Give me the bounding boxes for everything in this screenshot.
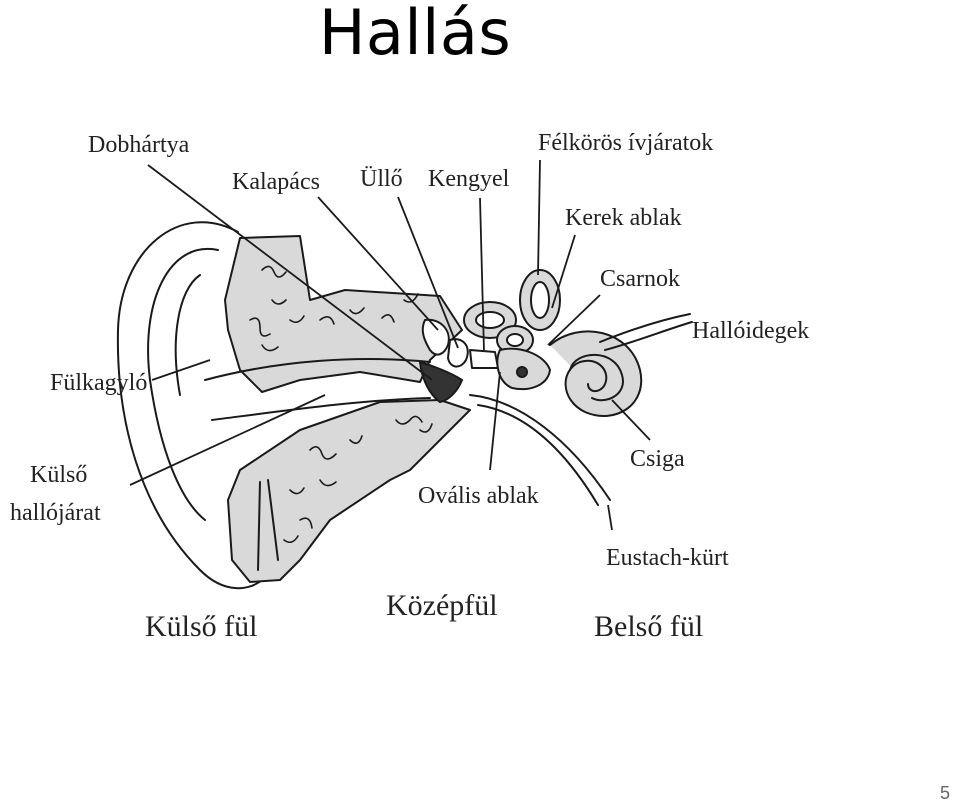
eustachian-tube-upper bbox=[469, 394, 611, 501]
ear-canal-top bbox=[204, 358, 431, 381]
semicircular-canal-3-inner bbox=[506, 333, 524, 347]
section-belso-ful: Belső fül bbox=[594, 610, 703, 643]
eustachian-tube-lower bbox=[477, 404, 599, 506]
pinna-inner-fold bbox=[147, 247, 219, 521]
label-kerek-ablak: Kerek ablak bbox=[565, 205, 682, 231]
leader-eustach bbox=[607, 504, 613, 531]
stapes bbox=[469, 349, 499, 369]
slide-title: Hallás bbox=[318, 0, 512, 69]
eardrum bbox=[419, 361, 463, 403]
leader-kengyel bbox=[479, 197, 485, 353]
leader-lines bbox=[129, 159, 651, 531]
labels: Dobhártya Kalapács Üllő Kengyel Félkörös… bbox=[10, 130, 809, 643]
leader-ovalis-ablak bbox=[489, 371, 501, 471]
leader-kerek-ablak bbox=[551, 234, 576, 309]
label-halloidegek: Hallóidegek bbox=[692, 318, 809, 344]
leader-ullo bbox=[397, 196, 459, 349]
leader-csarnok bbox=[547, 294, 601, 346]
temporal-bone-lower-inner bbox=[257, 479, 279, 571]
cochlea-spiral bbox=[569, 353, 624, 402]
semicircular-canal-2-inner bbox=[530, 281, 550, 319]
leader-kulso-hallojarat bbox=[129, 394, 326, 486]
label-dobhartya: Dobhártya bbox=[88, 132, 190, 158]
label-kengyel: Kengyel bbox=[428, 166, 510, 192]
label-fulkagylo: Fülkagyló bbox=[50, 370, 147, 396]
label-ovalis-ablak: Ovális ablak bbox=[418, 483, 539, 509]
label-felkoros-ivjaratok: Félkörös ívjáratok bbox=[538, 130, 713, 156]
semicircular-canal-1-inner bbox=[475, 311, 505, 329]
malleus bbox=[421, 318, 450, 356]
round-window bbox=[516, 366, 528, 378]
auditory-nerve bbox=[599, 313, 693, 351]
bone-texture bbox=[249, 265, 433, 544]
label-csiga: Csiga bbox=[630, 446, 685, 472]
incus bbox=[447, 338, 469, 368]
label-kulso-hallojarat-2: hallójárat bbox=[10, 500, 101, 526]
leader-kalapacs bbox=[317, 196, 439, 331]
label-kalapacs: Kalapács bbox=[232, 169, 320, 195]
ear-canal-bottom bbox=[211, 397, 431, 421]
label-csarnok: Csarnok bbox=[600, 266, 680, 292]
section-kulso-ful: Külső fül bbox=[145, 610, 258, 643]
label-eustach-kurt: Eustach-kürt bbox=[606, 545, 729, 571]
pinna-inner-fold-2 bbox=[174, 274, 201, 396]
leader-felkoros bbox=[537, 159, 541, 276]
section-kozepful: Középfül bbox=[386, 589, 498, 622]
leader-csiga bbox=[611, 399, 651, 441]
page-number: 5 bbox=[939, 783, 950, 803]
leader-dobhartya bbox=[147, 164, 433, 381]
label-kulso-hallojarat-1: Külső bbox=[30, 462, 87, 488]
label-ullo: Üllő bbox=[360, 166, 403, 192]
leader-fulkagylo bbox=[151, 359, 211, 381]
pinna-outline bbox=[116, 221, 263, 590]
temporal-bone-lower bbox=[227, 399, 471, 583]
